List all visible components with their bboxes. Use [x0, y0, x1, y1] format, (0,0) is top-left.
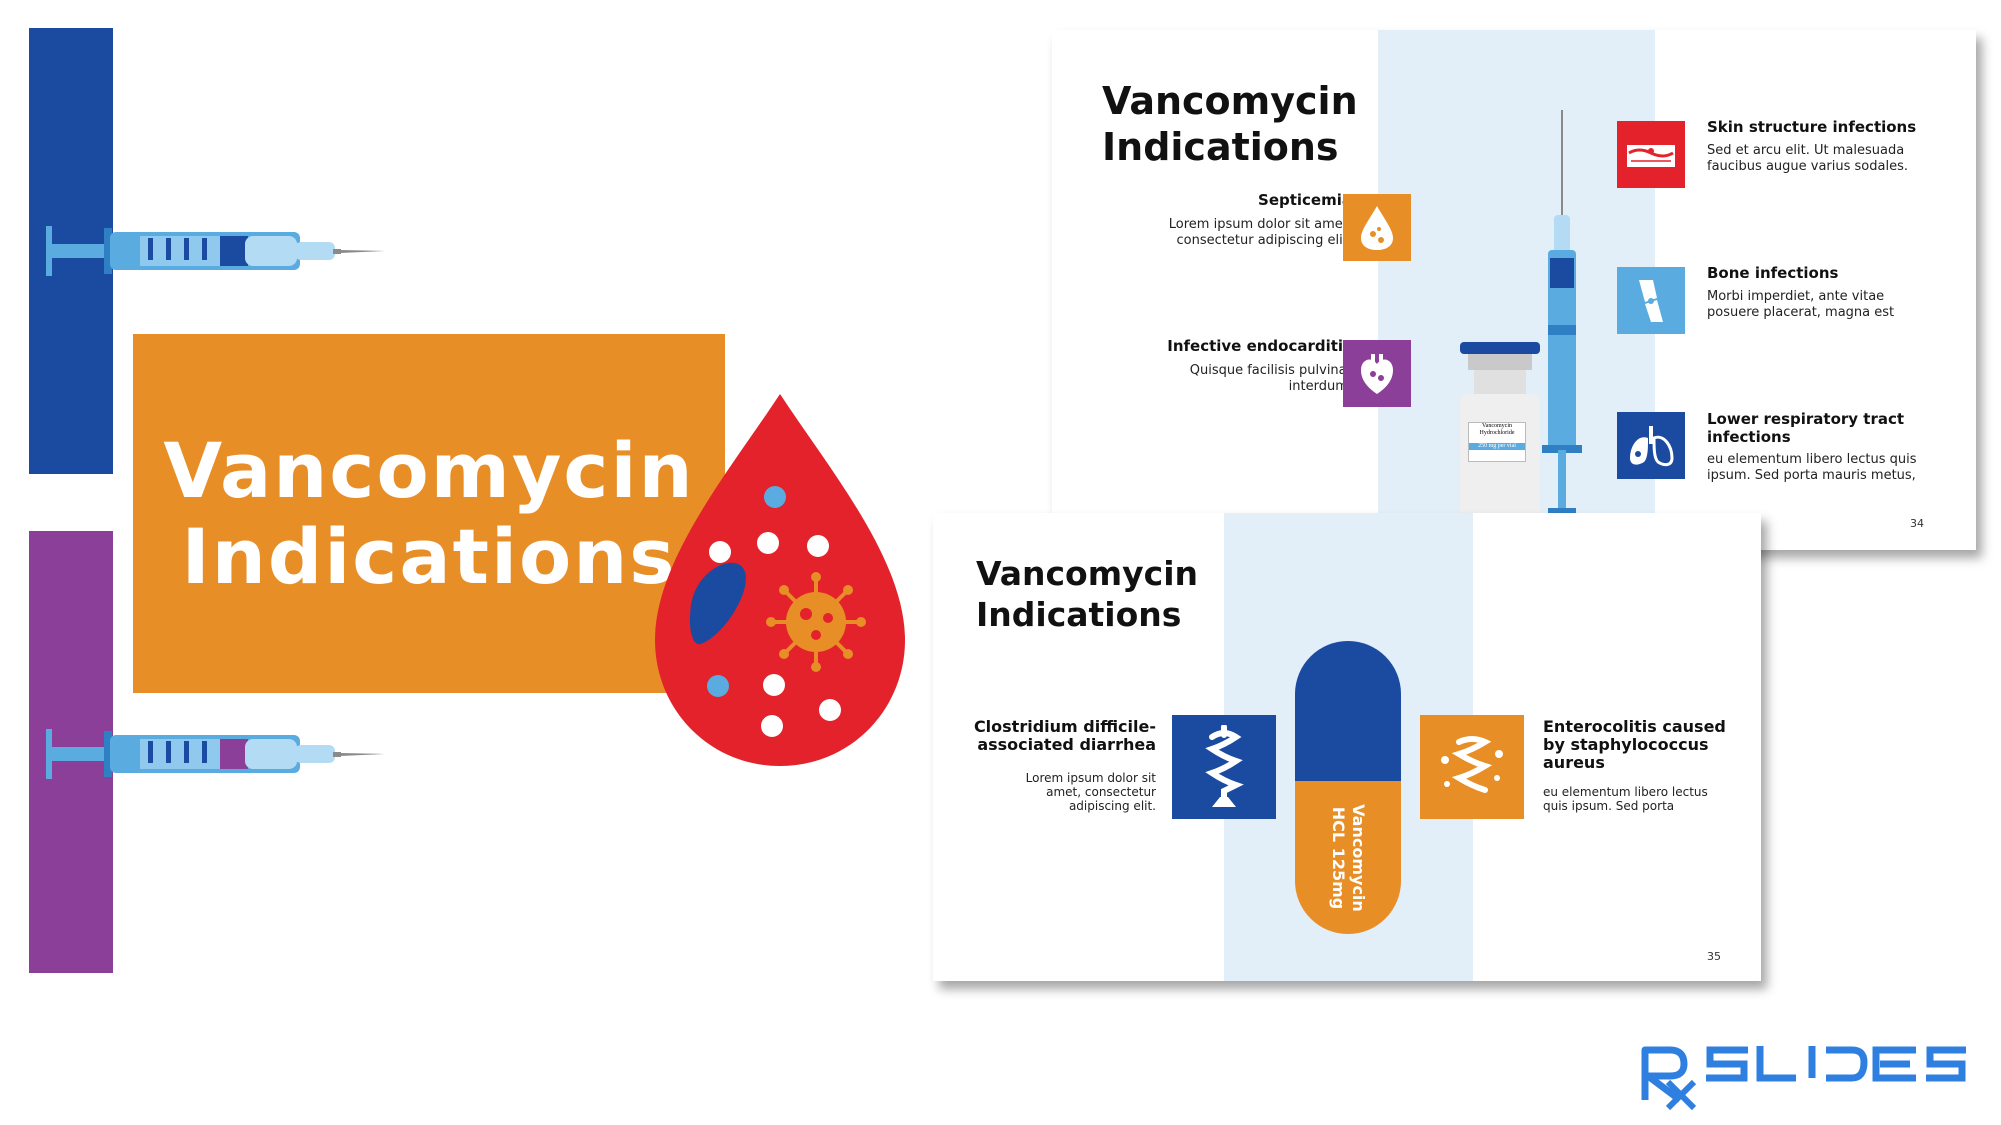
slide-35-preview: Vancomycin Indications Vancomycin HCL 12… — [933, 513, 1761, 981]
main-title-box: Vancomycin Indications — [133, 334, 725, 693]
item-heading-line: Enterocolitis caused — [1543, 717, 1726, 736]
syringe-icon — [46, 226, 385, 276]
item-heading-line: associated diarrhea — [977, 735, 1156, 754]
item-text-line: consectetur adipiscing elit. — [1176, 233, 1352, 248]
slide-title: Vancomycin Indications — [1102, 78, 1358, 170]
slide-34-preview: Vancomycin Indications Septicemia Lorem … — [1052, 30, 1976, 550]
item-text: Morbi imperdiet, ante vitae posuere plac… — [1707, 289, 1894, 321]
item-heading: Lower respiratory tract infections — [1707, 410, 1904, 446]
item-text: Lorem ipsum dolor sit amet, consectetur … — [1026, 771, 1156, 813]
capsule-label: Vancomycin HCL 125mg — [1328, 788, 1368, 928]
item-heading-line: by staphylococcus — [1543, 735, 1709, 754]
item-text: Quisque facilisis pulvinar interdum. — [1190, 363, 1352, 395]
capsule: Vancomycin HCL 125mg — [1295, 641, 1401, 934]
item-text-line: eu elementum libero lectus — [1543, 785, 1708, 799]
item-heading-line: Clostridium difficile- — [973, 717, 1156, 736]
item-heading: Clostridium difficile- associated diarrh… — [974, 718, 1156, 754]
item-heading: Enterocolitis caused by staphylococcus a… — [1543, 718, 1726, 772]
item-text-line: interdum. — [1288, 379, 1352, 394]
item-heading-line: Lower respiratory tract — [1707, 410, 1905, 428]
main-title-line1: Vancomycin — [163, 425, 695, 515]
slide-title-line1: Vancomycin — [976, 554, 1198, 593]
item-text-line: Lorem ipsum dolor sit — [1025, 771, 1156, 785]
item-text-line: Quisque facilisis pulvinar — [1189, 363, 1352, 378]
item-text-line: Morbi imperdiet, ante vitae — [1707, 289, 1885, 304]
item-heading: Skin structure infections — [1707, 118, 1917, 136]
page-number: 34 — [1910, 517, 1924, 530]
vial-label-line: Vancomycin — [1482, 423, 1512, 429]
capsule-label-line: Vancomycin — [1349, 804, 1368, 912]
item-text-line: amet, consectetur — [1046, 785, 1156, 799]
vial-label: Vancomycin Hydrochloride 250 mg per vial — [1468, 422, 1526, 462]
syringe-icon — [46, 729, 385, 779]
slide-title: Vancomycin Indications — [976, 553, 1198, 635]
vial-label-line: Hydrochloride — [1479, 430, 1515, 436]
item-text-line: faucibus augue varius sodales. — [1707, 159, 1908, 174]
item-text-line: Lorem ipsum dolor sit amet, — [1168, 217, 1352, 232]
blood-drop-icon — [655, 394, 905, 766]
skin-icon — [1617, 121, 1685, 188]
item-text: Lorem ipsum dolor sit amet, consectetur … — [1169, 217, 1352, 249]
page-number: 35 — [1707, 950, 1721, 963]
item-text-line: eu elementum libero lectus quis — [1707, 452, 1917, 467]
slide-title-line2: Indications — [1102, 125, 1339, 169]
item-heading: Septicemia — [1258, 191, 1352, 209]
rxslides-logo — [1641, 1046, 1966, 1110]
vial-label-line: 250 mg per vial — [1469, 443, 1525, 450]
item-text-line: Sed et arcu elit. Ut malesuada — [1707, 143, 1905, 158]
intestine-bacteria-icon — [1420, 715, 1524, 819]
bone-joint-icon — [1617, 267, 1685, 334]
capsule-label-line: HCL 125mg — [1329, 806, 1348, 910]
intestine-icon — [1172, 715, 1276, 819]
item-heading-line: infections — [1707, 428, 1791, 446]
item-text-line: adipiscing elit. — [1068, 799, 1156, 813]
syringe-icon — [1542, 110, 1582, 514]
blood-drop-icon — [1343, 194, 1411, 261]
slide-title-line1: Vancomycin — [1102, 79, 1358, 123]
vial: Vancomycin Hydrochloride 250 mg per vial — [1460, 342, 1540, 532]
item-text-line: ipsum. Sed porta mauris metus, — [1707, 468, 1916, 483]
item-heading: Infective endocarditis — [1167, 337, 1352, 355]
item-text-line: quis ipsum. Sed porta — [1543, 799, 1675, 813]
heart-icon — [1343, 340, 1411, 407]
main-title-line2: Indications — [181, 511, 677, 601]
item-text: eu elementum libero lectus quis ipsum. S… — [1707, 452, 1917, 484]
slide-title-line2: Indications — [976, 595, 1182, 634]
item-text: Sed et arcu elit. Ut malesuada faucibus … — [1707, 143, 1908, 175]
item-heading-line: aureus — [1543, 753, 1605, 772]
item-text: eu elementum libero lectus quis ipsum. S… — [1543, 785, 1708, 813]
item-heading: Bone infections — [1707, 264, 1839, 282]
item-text-line: posuere placerat, magna est — [1707, 305, 1895, 320]
lungs-icon — [1617, 412, 1685, 479]
